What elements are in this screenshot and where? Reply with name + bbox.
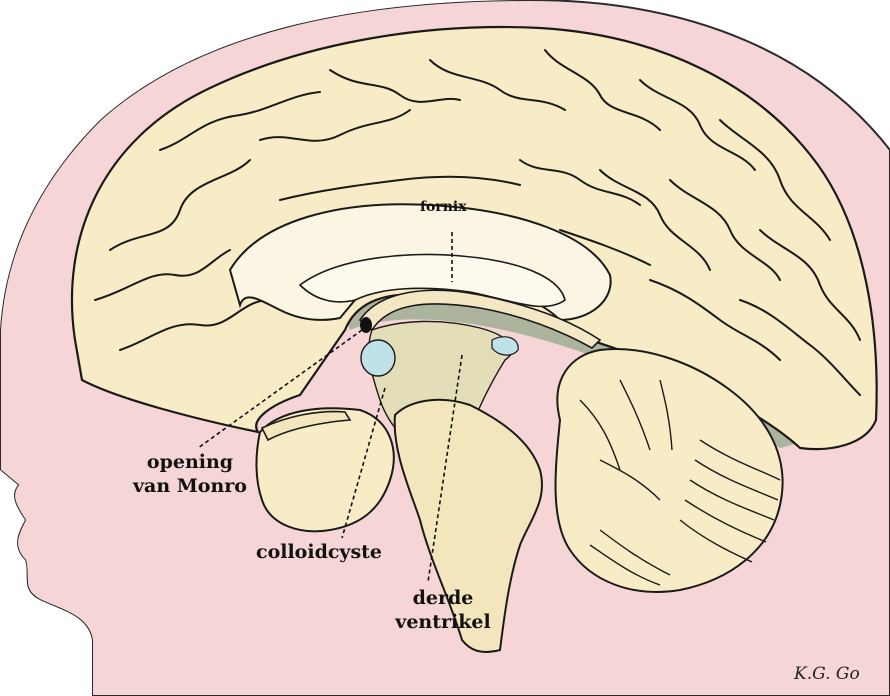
label-fornix: fornix bbox=[420, 200, 467, 214]
label-opening-line1: opening bbox=[100, 450, 280, 474]
label-opening-line2: van Monro bbox=[100, 474, 280, 498]
label-colloidcyste: colloidcyste bbox=[256, 540, 382, 564]
label-derde-line1: derde bbox=[388, 586, 498, 610]
label-derde-line2: ventrikel bbox=[388, 610, 498, 634]
label-derde-ventrikel: derde ventrikel bbox=[388, 586, 498, 634]
aqueduct-cyst bbox=[492, 337, 518, 355]
artist-signature: K.G. Go bbox=[794, 664, 860, 684]
colloid-cyst bbox=[361, 340, 395, 376]
label-opening-van-monro: opening van Monro bbox=[100, 450, 280, 498]
